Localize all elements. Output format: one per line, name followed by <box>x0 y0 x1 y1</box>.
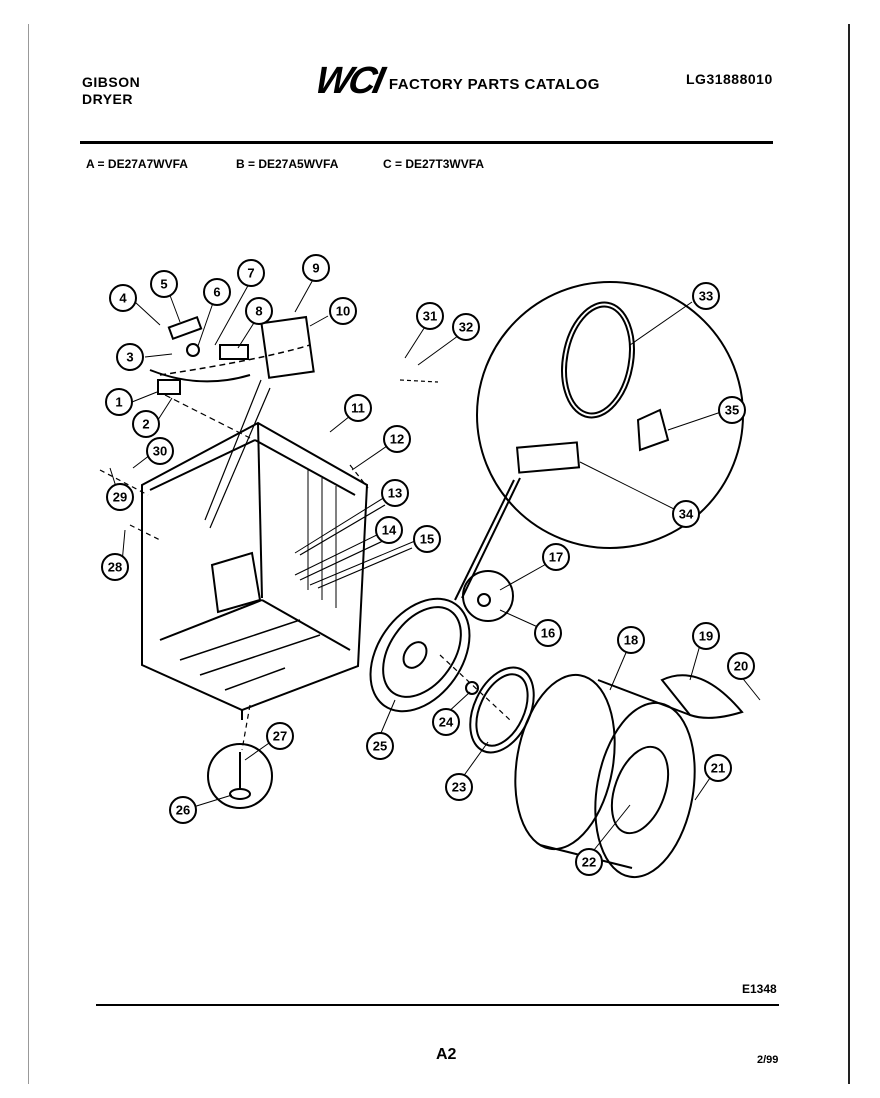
callout-label: 27 <box>273 729 287 744</box>
brand-name: GIBSON <box>82 74 141 90</box>
callout-7: 7 <box>237 259 265 287</box>
callout-label: 11 <box>351 401 365 416</box>
callout-12: 12 <box>383 425 411 453</box>
lint-filter <box>260 315 315 379</box>
callout-19: 19 <box>692 622 720 650</box>
callout-label: 18 <box>624 633 638 648</box>
callout-label: 32 <box>459 320 473 335</box>
catalog-title: FACTORY PARTS CATALOG <box>388 76 600 93</box>
callout-10: 10 <box>329 297 357 325</box>
callout-label: 3 <box>126 350 133 365</box>
callout-20: 20 <box>727 652 755 680</box>
callout-6: 6 <box>203 278 231 306</box>
callout-29: 29 <box>106 483 134 511</box>
callout-13: 13 <box>381 479 409 507</box>
motor-detail-circle <box>476 281 744 549</box>
callout-label: 17 <box>549 550 563 565</box>
brand-block: GIBSON DRYER <box>82 74 140 108</box>
callout-11: 11 <box>344 394 372 422</box>
callout-label: 5 <box>160 277 167 292</box>
callout-label: 30 <box>153 444 167 459</box>
callout-9: 9 <box>302 254 330 282</box>
idler-block <box>515 441 581 474</box>
callout-30: 30 <box>146 437 174 465</box>
callout-25: 25 <box>366 732 394 760</box>
callout-34: 34 <box>672 500 700 528</box>
callout-2: 2 <box>132 410 160 438</box>
callout-label: 31 <box>423 309 437 324</box>
footer-rule <box>96 1004 779 1006</box>
callout-label: 16 <box>541 626 555 641</box>
catalog-header: WCI FACTORY PARTS CATALOG <box>312 60 600 103</box>
callout-label: 10 <box>336 304 350 319</box>
detail-circle <box>462 570 514 622</box>
callout-15: 15 <box>413 525 441 553</box>
callout-label: 22 <box>582 855 596 870</box>
callout-label: 8 <box>255 304 262 319</box>
callout-label: 4 <box>119 291 127 306</box>
dryer-cabinet <box>141 421 369 720</box>
callout-label: 9 <box>312 261 319 276</box>
callout-14: 14 <box>375 516 403 544</box>
callout-label: 15 <box>420 532 434 547</box>
figure-code: E1348 <box>742 982 777 996</box>
dryer-drum <box>514 673 696 879</box>
callout-1: 1 <box>105 388 133 416</box>
drive-belt <box>561 301 635 419</box>
callout-22: 22 <box>575 848 603 876</box>
callout-label: 6 <box>213 285 220 300</box>
callout-28: 28 <box>101 553 129 581</box>
model-b: B = DE27A5WVFA <box>236 157 339 171</box>
callout-3: 3 <box>116 343 144 371</box>
callout-8: 8 <box>245 297 273 325</box>
callout-label: 26 <box>176 803 190 818</box>
callout-5: 5 <box>150 270 178 298</box>
product-type: DRYER <box>82 91 133 107</box>
callout-24: 24 <box>432 708 460 736</box>
callout-label: 13 <box>388 486 402 501</box>
callout-label: 21 <box>711 761 725 776</box>
callout-label: 2 <box>142 417 149 432</box>
callout-label: 1 <box>115 395 122 410</box>
header-rule <box>80 141 773 144</box>
callout-label: 19 <box>699 629 713 644</box>
callout-31: 31 <box>416 302 444 330</box>
drum-baffle <box>660 674 744 719</box>
callout-label: 28 <box>108 560 122 575</box>
clip-part <box>636 408 670 452</box>
page-frame <box>28 24 850 1084</box>
callout-label: 24 <box>439 715 454 730</box>
print-date: 2/99 <box>757 1054 779 1066</box>
callout-32: 32 <box>452 313 480 341</box>
callout-27: 27 <box>266 722 294 750</box>
callout-label: 7 <box>247 266 254 281</box>
callout-33: 33 <box>692 282 720 310</box>
callout-16: 16 <box>534 619 562 647</box>
callout-18: 18 <box>617 626 645 654</box>
model-c: C = DE27T3WVFA <box>383 157 485 171</box>
callout-label: 14 <box>382 523 397 538</box>
callout-label: 20 <box>734 659 748 674</box>
callout-label: 25 <box>373 739 387 754</box>
callout-23: 23 <box>445 773 473 801</box>
callout-label: 33 <box>699 289 713 304</box>
leg-detail-circle <box>207 743 273 809</box>
page-number: A2 <box>436 1046 457 1063</box>
callout-21: 21 <box>704 754 732 782</box>
callout-35: 35 <box>718 396 746 424</box>
callout-26: 26 <box>169 796 197 824</box>
document-number: LG31888010 <box>686 71 773 87</box>
callout-label: 34 <box>679 507 694 522</box>
front-bulkhead <box>369 597 471 713</box>
callout-label: 12 <box>390 432 404 447</box>
callout-label: 35 <box>725 403 739 418</box>
model-a: A = DE27A7WVFA <box>86 157 188 171</box>
callout-17: 17 <box>542 543 570 571</box>
callout-label: 23 <box>452 780 466 795</box>
callout-label: 29 <box>113 490 127 505</box>
callout-4: 4 <box>109 284 137 312</box>
